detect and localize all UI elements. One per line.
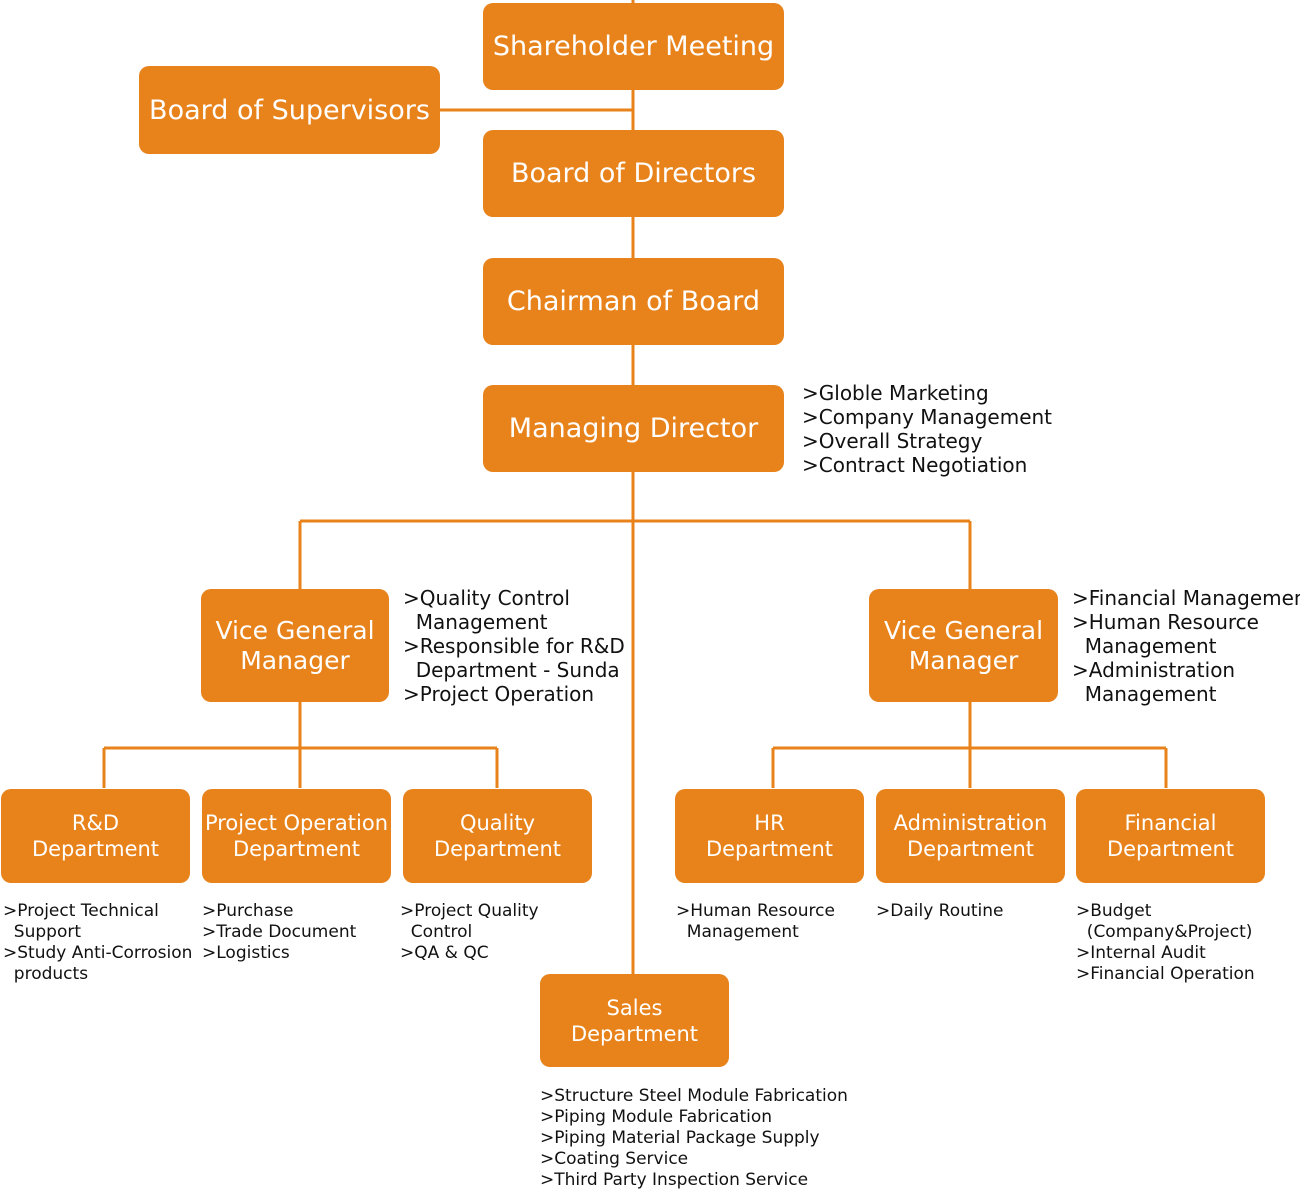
duty-item: >Responsible for R&D [403,634,625,658]
vgm-right-label-line2: Manager [908,645,1019,675]
administration-department-duties: >Daily Routine [876,901,1004,922]
duty-item: >Daily Routine [876,901,1004,921]
duty-item: >Overall Strategy [802,429,983,453]
sales-department-label-line2: Department [570,1021,699,1046]
sales-department-label-line1: Sales [606,995,663,1020]
duty-item: >Project Quality [400,901,539,921]
quality-department-box: Quality Department [403,789,592,883]
duty-item: products [3,964,89,984]
duty-item: Management [403,610,548,634]
duty-item: >Purchase [202,901,294,921]
vgm-right-label-line1: Vice General [883,615,1044,645]
administration-department-box: Administration Department [876,789,1065,883]
duty-item: >Financial Management [1072,586,1300,610]
sales-department-box: Sales Department [540,974,729,1067]
duty-item: >Internal Audit [1076,943,1206,963]
duty-item: (Company&Project) [1076,922,1253,942]
duty-item: >Trade Document [202,922,357,942]
duty-item: >Human Resource [676,901,835,921]
board-of-supervisors-label: Board of Supervisors [149,94,430,126]
duty-item: >Project Operation [403,682,595,706]
managing-director-box: Managing Director [483,385,784,472]
chairman-of-board-box: Chairman of Board [483,258,784,345]
duty-item: Management [1072,682,1217,706]
project-operation-label-line2: Department [232,837,361,861]
rd-department-label-line2: Department [31,837,160,861]
sales-department-duties: >Structure Steel Module Fabrication >Pip… [540,1086,848,1191]
duty-item: >Budget [1076,901,1152,921]
hr-department-duties: >Human Resource Management [676,901,835,943]
quality-department-label-line1: Quality [459,811,536,835]
vice-general-manager-right-box: Vice General Manager [869,589,1058,702]
board-of-directors-label: Board of Directors [510,158,757,189]
duty-item: >Globle Marketing [802,381,989,405]
duty-item: >Administration [1072,658,1236,682]
duty-item: >Piping Material Package Supply [540,1128,820,1148]
project-operation-label-line1: Project Operation [204,811,389,835]
chairman-of-board-label: Chairman of Board [506,286,761,317]
administration-department-label-line1: Administration [893,811,1048,835]
vgm-left-label-line1: Vice General [215,615,375,645]
duty-item: >QA & QC [400,943,489,963]
hr-department-box: HR Department [675,789,864,883]
financial-department-label-line1: Financial [1124,811,1217,835]
board-of-supervisors-box: Board of Supervisors [139,66,440,154]
duty-item: >Company Management [802,405,1053,429]
duty-item: >Contract Negotiation [802,453,1028,477]
rd-department-duties: >Project Technical Support >Study Anti-C… [3,901,192,985]
rd-department-label-line1: R&D [71,811,120,835]
vice-general-manager-left-box: Vice General Manager [201,589,389,702]
duty-item: Department - Sunda [403,658,620,682]
vgm-right-duties: >Financial Management >Human Resource Ma… [1072,586,1300,706]
duty-item: Support [3,922,82,942]
duty-item: >Coating Service [540,1149,689,1169]
duty-item: >Project Technical [3,901,159,921]
managing-director-duties: >Globle Marketing >Company Management >O… [802,381,1052,477]
project-operation-duties: >Purchase >Trade Document >Logistics [202,901,356,964]
hr-department-label-line1: HR [754,811,785,835]
vgm-left-label-line2: Manager [240,645,350,675]
duty-item: >Financial Operation [1076,964,1255,984]
duty-item: >Piping Module Fabrication [540,1107,773,1127]
quality-department-duties: >Project Quality Control >QA & QC [400,901,539,964]
shareholder-meeting-label: Shareholder Meeting [492,31,775,62]
duty-item: Control [400,922,473,942]
board-of-directors-box: Board of Directors [483,130,784,217]
duty-item: >Study Anti-Corrosion [3,943,193,963]
managing-director-label: Managing Director [508,413,759,444]
duty-item: >Structure Steel Module Fabrication [540,1086,848,1106]
duty-item: >Quality Control [403,586,570,610]
duty-item: >Logistics [202,943,290,963]
duty-item: >Third Party Inspection Service [540,1170,809,1190]
vgm-left-duties: >Quality Control Management >Responsible… [403,586,625,706]
rd-department-box: R&D Department [1,789,190,883]
shareholder-meeting-box: Shareholder Meeting [483,3,784,90]
duty-item: Management [1072,634,1217,658]
duty-item: >Human Resource [1072,610,1259,634]
financial-department-duties: >Budget (Company&Project) >Internal Audi… [1076,901,1255,985]
financial-department-label-line2: Department [1106,837,1235,861]
duty-item: Management [676,922,799,942]
hr-department-label-line2: Department [705,837,834,861]
financial-department-box: Financial Department [1076,789,1265,883]
project-operation-department-box: Project Operation Department [202,789,391,883]
administration-department-label-line2: Department [906,837,1035,861]
quality-department-label-line2: Department [433,837,562,861]
